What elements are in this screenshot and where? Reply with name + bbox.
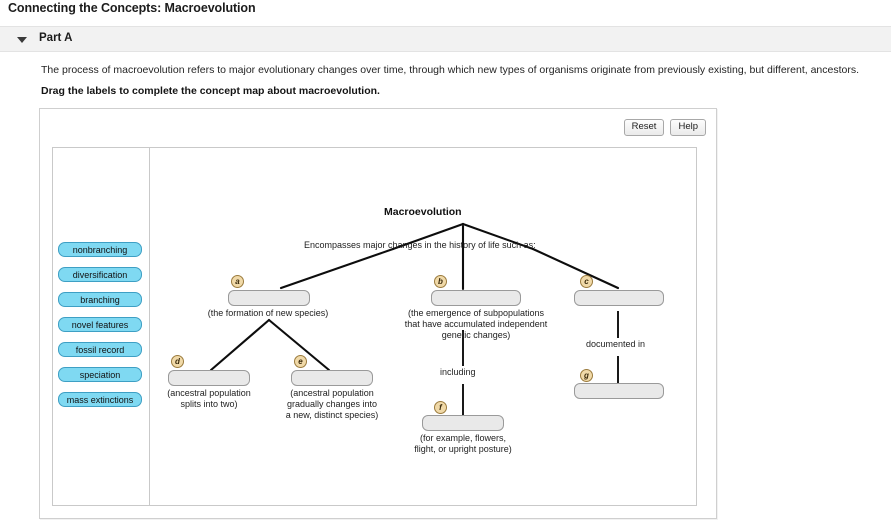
marker-d: d bbox=[171, 355, 184, 368]
drag-label-nonbranching[interactable]: nonbranching bbox=[58, 242, 142, 257]
dropzone-g[interactable] bbox=[574, 383, 664, 399]
instruction-paragraph: Drag the labels to complete the concept … bbox=[41, 85, 380, 97]
dropzone-f[interactable] bbox=[422, 415, 504, 431]
bank-divider bbox=[149, 148, 150, 505]
caption-b: (the emergence of subpopulations that ha… bbox=[404, 308, 548, 340]
drag-label-novel-features[interactable]: novel features bbox=[58, 317, 142, 332]
drag-label-speciation[interactable]: speciation bbox=[58, 367, 142, 382]
help-button[interactable]: Help bbox=[670, 119, 706, 137]
marker-g: g bbox=[580, 369, 593, 382]
marker-f: f bbox=[434, 401, 447, 414]
label-bank: nonbranching diversification branching n… bbox=[58, 242, 146, 417]
drag-label-fossil-record[interactable]: fossil record bbox=[58, 342, 142, 357]
exercise-panel: Reset Help nonbranching diversification … bbox=[39, 108, 717, 519]
drag-label-diversification[interactable]: diversification bbox=[58, 267, 142, 282]
page-title: Connecting the Concepts: Macroevolution bbox=[8, 1, 256, 15]
link-including: including bbox=[440, 367, 476, 377]
panel-button-group: Reset Help bbox=[623, 119, 706, 137]
marker-a: a bbox=[231, 275, 244, 288]
marker-b: b bbox=[434, 275, 447, 288]
dropzone-c[interactable] bbox=[574, 290, 664, 306]
dropzone-a[interactable] bbox=[228, 290, 310, 306]
marker-c: c bbox=[580, 275, 593, 288]
caption-a: (the formation of new species) bbox=[207, 308, 329, 318]
root-link-label: Encompasses major changes in the history… bbox=[304, 240, 536, 250]
caption-d: (ancestral population splits into two) bbox=[167, 388, 251, 409]
caption-e: (ancestral population gradually changes … bbox=[285, 388, 379, 420]
root-node-title: Macroevolution bbox=[384, 206, 462, 218]
drag-label-branching[interactable]: branching bbox=[58, 292, 142, 307]
dropzone-b[interactable] bbox=[431, 290, 521, 306]
dropzone-d[interactable] bbox=[168, 370, 250, 386]
caret-down-icon[interactable] bbox=[17, 37, 27, 43]
dropzone-e[interactable] bbox=[291, 370, 373, 386]
link-documented-in: documented in bbox=[586, 339, 646, 349]
drag-label-mass-extinctions[interactable]: mass extinctions bbox=[58, 392, 142, 407]
part-a-label: Part A bbox=[39, 32, 73, 44]
concept-map-canvas: nonbranching diversification branching n… bbox=[52, 147, 697, 506]
intro-paragraph: The process of macroevolution refers to … bbox=[41, 64, 860, 76]
marker-e: e bbox=[294, 355, 307, 368]
reset-button[interactable]: Reset bbox=[623, 119, 665, 137]
part-a-header-bar[interactable]: Part A bbox=[0, 26, 891, 52]
caption-f: (for example, flowers, flight, or uprigh… bbox=[414, 433, 512, 454]
